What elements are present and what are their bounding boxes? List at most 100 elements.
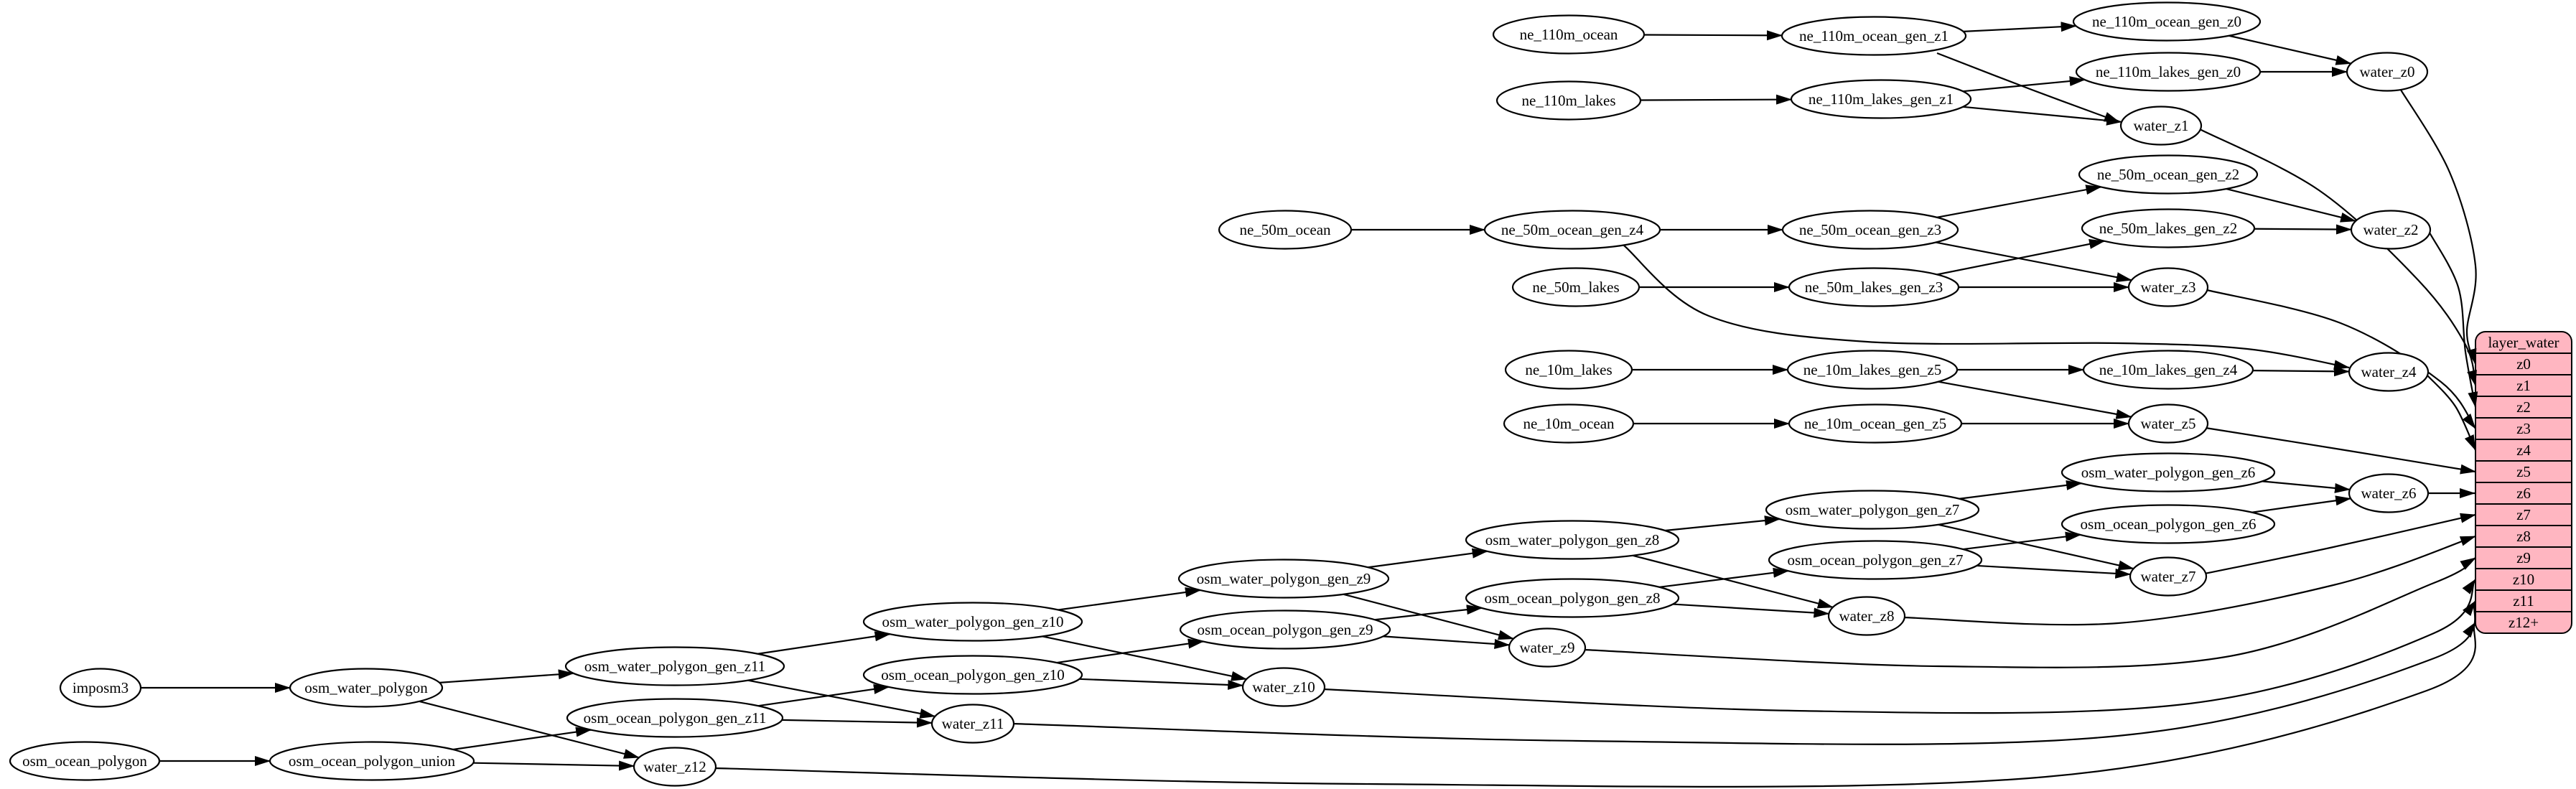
layer-water-row-z2: z2 xyxy=(2516,398,2531,416)
node-label-ne_110m_ocean_gen_z0: ne_110m_ocean_gen_z0 xyxy=(2092,13,2241,30)
node-label-water_z11: water_z11 xyxy=(942,715,1004,732)
node-label-ne_50m_lakes_gen_z3: ne_50m_lakes_gen_z3 xyxy=(1805,279,1943,296)
edge-osm_ocean_polygon_gen_z11--osm_ocean_polygon_gen_z10 xyxy=(757,683,890,707)
node-label-osm_water_polygon_gen_z8: osm_water_polygon_gen_z8 xyxy=(1485,531,1660,548)
node-ellipse-osm_water_polygon_gen_z7 xyxy=(1765,490,1980,530)
node-ellipse-ne_50m_ocean_gen_z4 xyxy=(1483,210,1661,250)
node-ellipse-ne_110m_lakes_gen_z0 xyxy=(2075,52,2262,92)
node-label-osm_ocean_polygon_union: osm_ocean_polygon_union xyxy=(289,752,456,770)
node-ne_50m_ocean_gen_z2: ne_50m_ocean_gen_z2 xyxy=(2078,154,2259,195)
edge-osm_water_polygon_gen_z11--osm_water_polygon_gen_z10 xyxy=(757,631,891,655)
node-label-imposm3: imposm3 xyxy=(73,679,129,696)
node-ellipse-ne_10m_ocean xyxy=(1503,403,1635,444)
node-layer-water-record: layer_waterz0z1z2z3z4z5z6z7z8z9z10z11z12… xyxy=(2475,331,2572,634)
edge-osm_water_polygon--water_z12 xyxy=(419,700,640,759)
edge-ne_50m_lakes_gen_z3--ne_50m_lakes_gen_z2 xyxy=(1936,239,2106,276)
edge-ne_110m_ocean_gen_z1--water_z1 xyxy=(1936,52,2120,123)
edge-osm_ocean_polygon_union--water_z12 xyxy=(473,760,635,771)
node-water_z8: water_z8 xyxy=(1827,596,1906,636)
edge-osm_water_polygon_gen_z8--water_z8 xyxy=(1632,554,1834,609)
layer-water-row-z0: z0 xyxy=(2516,355,2531,373)
node-label-ne_50m_lakes: ne_50m_lakes xyxy=(1532,279,1619,296)
node-label-ne_50m_ocean_gen_z2: ne_50m_ocean_gen_z2 xyxy=(2097,166,2239,183)
node-ellipse-osm_water_polygon xyxy=(289,668,444,708)
edge-water_z10--layer_water-z10 xyxy=(1322,579,2476,714)
node-ellipse-ne_50m_lakes_gen_z3 xyxy=(1788,267,1960,307)
node-ne_10m_lakes_gen_z4: ne_10m_lakes_gen_z4 xyxy=(2082,350,2254,390)
node-label-water_z1: water_z1 xyxy=(2134,117,2189,134)
node-label-ne_50m_ocean: ne_50m_ocean xyxy=(1239,221,1331,238)
node-ellipse-osm_ocean_polygon_gen_z6 xyxy=(2061,504,2276,544)
node-ellipse-ne_50m_ocean xyxy=(1218,210,1353,250)
node-ne_50m_lakes_gen_z3: ne_50m_lakes_gen_z3 xyxy=(1788,267,1960,307)
node-water_z0: water_z0 xyxy=(2346,52,2429,92)
node-ellipse-ne_50m_ocean_gen_z3 xyxy=(1781,210,1959,250)
edge-ne_110m_lakes--ne_110m_lakes_gen_z1 xyxy=(1640,94,1793,105)
node-label-ne_50m_ocean_gen_z4: ne_50m_ocean_gen_z4 xyxy=(1501,221,1644,238)
node-water_z7: water_z7 xyxy=(2129,556,2208,597)
node-ne_110m_ocean_gen_z1: ne_110m_ocean_gen_z1 xyxy=(1781,16,1967,56)
layer-water-row-z4: z4 xyxy=(2516,442,2531,459)
node-osm_ocean_polygon_gen_z7: osm_ocean_polygon_gen_z7 xyxy=(1768,540,1983,580)
node-label-osm_water_polygon_gen_z6: osm_water_polygon_gen_z6 xyxy=(2081,464,2256,481)
node-osm_water_polygon_gen_z10: osm_water_polygon_gen_z10 xyxy=(862,602,1083,642)
layer-water-row-z7: z7 xyxy=(2516,506,2531,523)
node-label-ne_10m_ocean: ne_10m_ocean xyxy=(1523,415,1615,432)
node-label-osm_ocean_polygon_gen_z8: osm_ocean_polygon_gen_z8 xyxy=(1485,589,1661,607)
node-ellipse-ne_50m_lakes xyxy=(1511,267,1641,307)
node-water_z12: water_z12 xyxy=(633,747,717,787)
layer-water-row-z10: z10 xyxy=(2513,571,2534,588)
node-label-osm_ocean_polygon_gen_z10: osm_ocean_polygon_gen_z10 xyxy=(881,666,1064,683)
edge-water_z12--layer_water-z12+ xyxy=(714,622,2476,788)
node-label-water_z8: water_z8 xyxy=(1839,607,1895,625)
layer-water-row-z5: z5 xyxy=(2516,463,2531,480)
node-ellipse-water_z1 xyxy=(2119,106,2203,146)
node-ne_110m_lakes_gen_z1: ne_110m_lakes_gen_z1 xyxy=(1790,79,1972,119)
edge-osm_ocean_polygon_gen_z9--osm_ocean_polygon_gen_z8 xyxy=(1374,604,1483,621)
node-ellipse-osm_water_polygon_gen_z11 xyxy=(564,646,785,686)
node-ellipse-water_z5 xyxy=(2127,403,2209,444)
node-label-water_z10: water_z10 xyxy=(1252,678,1315,696)
edge-ne_10m_lakes_gen_z4--water_z4 xyxy=(2252,366,2351,377)
node-ellipse-ne_10m_lakes xyxy=(1504,350,1633,390)
node-ellipse-ne_110m_ocean xyxy=(1492,14,1646,55)
layer-water-row-z11: z11 xyxy=(2513,592,2534,610)
edge-osm_water_polygon_gen_z6--water_z6 xyxy=(2262,480,2351,493)
node-ellipse-ne_50m_lakes_gen_z2 xyxy=(2081,208,2256,248)
edge-ne_110m_lakes_gen_z1--water_z1 xyxy=(1962,106,2123,126)
node-ellipse-ne_10m_lakes_gen_z4 xyxy=(2082,350,2254,390)
edge-osm_ocean_polygon_gen_z7--osm_ocean_polygon_gen_z6 xyxy=(1962,531,2081,551)
node-osm_ocean_polygon_gen_z11: osm_ocean_polygon_gen_z11 xyxy=(566,698,784,738)
node-ellipse-water_z7 xyxy=(2129,556,2208,597)
node-label-water_z0: water_z0 xyxy=(2360,63,2415,80)
node-ellipse-osm_water_polygon_gen_z6 xyxy=(2061,452,2276,492)
layer-water-row-z9: z9 xyxy=(2516,549,2531,566)
edge-ne_110m_ocean_gen_z0--water_z0 xyxy=(2229,34,2352,65)
node-label-water_z9: water_z9 xyxy=(1520,639,1575,656)
layer-water-row-z6: z6 xyxy=(2516,485,2531,502)
node-label-ne_110m_lakes_gen_z1: ne_110m_lakes_gen_z1 xyxy=(1809,90,1954,108)
edge-ne_10m_lakes_gen_z5--water_z5 xyxy=(1938,381,2132,419)
node-ne_10m_lakes_gen_z5: ne_10m_lakes_gen_z5 xyxy=(1786,350,1959,390)
layer-water-row-z8: z8 xyxy=(2516,528,2531,545)
node-osm_water_polygon_gen_z8: osm_water_polygon_gen_z8 xyxy=(1465,520,1680,560)
node-label-ne_10m_lakes_gen_z4: ne_10m_lakes_gen_z4 xyxy=(2099,361,2238,378)
node-ellipse-imposm3 xyxy=(59,668,142,708)
edge-ne_110m_lakes_gen_z1--ne_110m_lakes_gen_z0 xyxy=(1962,76,2086,93)
edge-osm_water_polygon_gen_z9--water_z9 xyxy=(1343,593,1515,640)
node-label-osm_water_polygon_gen_z9: osm_water_polygon_gen_z9 xyxy=(1197,570,1371,587)
node-ne_50m_lakes: ne_50m_lakes xyxy=(1511,267,1641,307)
node-ne_10m_ocean: ne_10m_ocean xyxy=(1503,403,1635,444)
node-label-water_z3: water_z3 xyxy=(2141,279,2196,296)
node-ellipse-osm_water_polygon_gen_z9 xyxy=(1177,559,1390,599)
edge-osm_ocean_polygon_gen_z7--water_z7 xyxy=(1977,564,2132,579)
node-osm_ocean_polygon_union: osm_ocean_polygon_union xyxy=(269,741,475,781)
node-label-water_z12: water_z12 xyxy=(643,758,706,775)
edge-ne_50m_ocean_gen_z3--water_z3 xyxy=(1936,241,2132,283)
edge-osm_water_polygon_gen_z10--water_z10 xyxy=(1042,635,1248,681)
edge-water_z0--layer_water-z0 xyxy=(2399,87,2477,365)
edge-water_z8--layer_water-z8 xyxy=(1903,535,2476,626)
node-label-osm_ocean_polygon_gen_z7: osm_ocean_polygon_gen_z7 xyxy=(1788,551,1964,569)
